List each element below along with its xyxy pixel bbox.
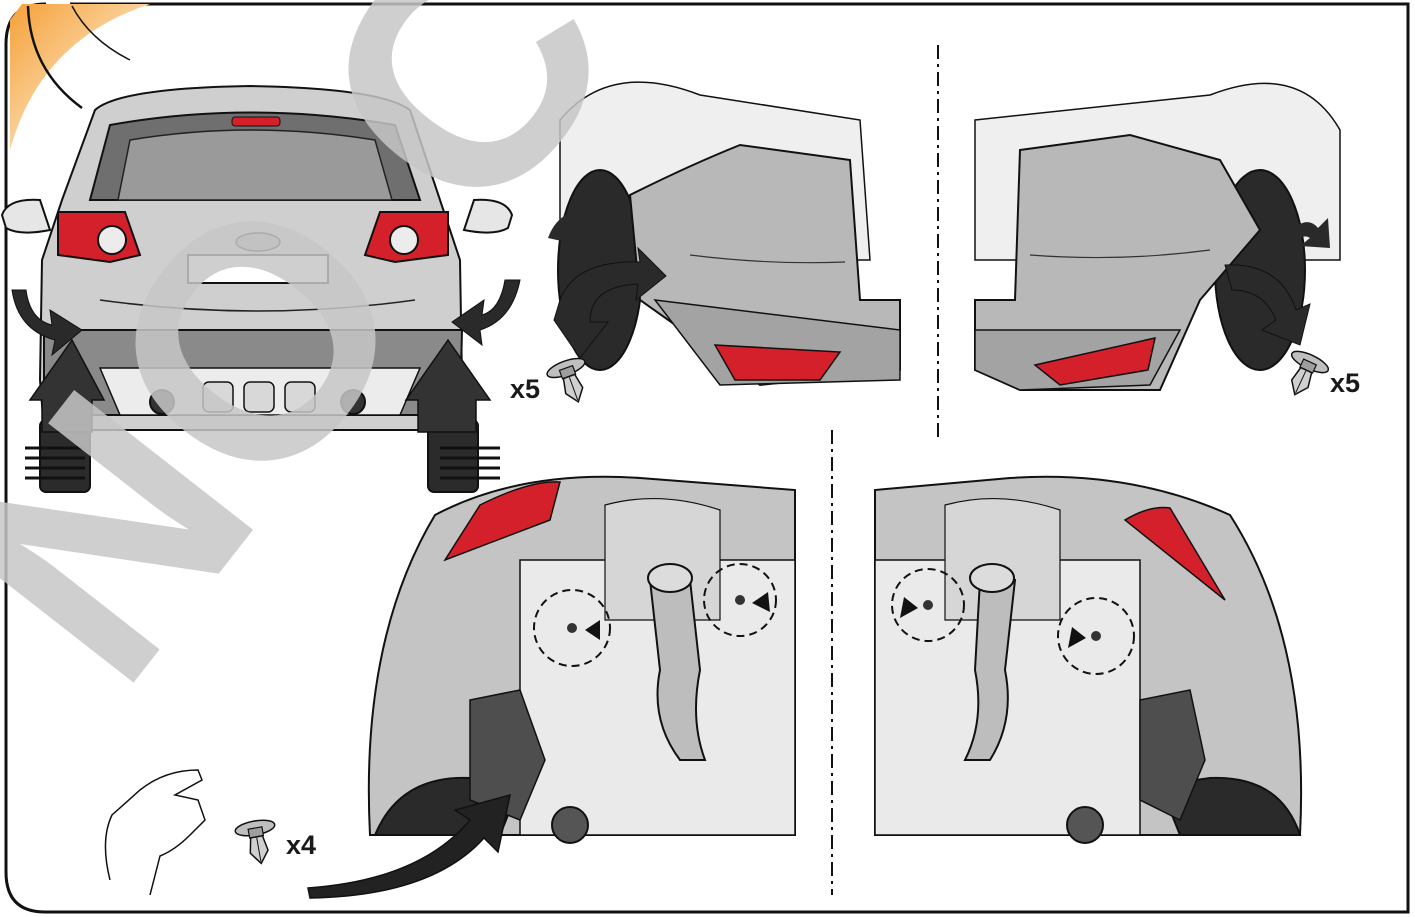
clip-icon [1277,347,1331,403]
panel-underside-left [369,477,795,843]
panel-underside-right [875,477,1301,843]
hand-icon [105,770,205,895]
clip-quantity-right: x5 [1330,368,1360,398]
clip-quantity-left: x5 [510,374,540,404]
clip-quantity-underside: x4 [286,830,316,860]
bumper-corner-icon [975,83,1340,390]
panel-right-wheel-arch: x5 [975,83,1360,403]
clip-icon [234,818,281,867]
